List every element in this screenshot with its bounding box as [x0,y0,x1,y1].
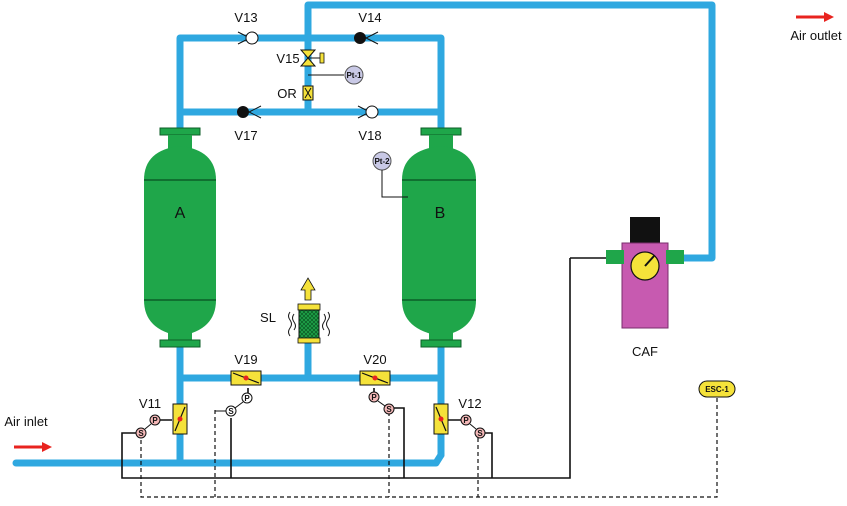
v12-label: V12 [458,396,481,411]
v19-s-symbol: S [228,407,234,416]
caf-filter: CAF [606,217,684,359]
v11-s-symbol: S [138,429,144,438]
pipe-network [12,1,716,467]
check-valve-v17: V17 [234,105,262,143]
v17-label: V17 [234,128,257,143]
valve-v12[interactable]: V12 [433,396,482,435]
v18-label: V18 [358,128,381,143]
pressure-gauge-pt2: Pt-2 [372,151,408,198]
inlet-arrow-icon [42,442,52,452]
v12-p-symbol: P [463,416,469,425]
outlet-pipe [304,1,716,262]
air-inlet-label: Air inlet [4,414,48,429]
v13-label: V13 [234,10,257,25]
v12-s-symbol: S [477,429,483,438]
esc-label: ESC-1 [705,385,729,394]
v14-label: V14 [358,10,381,25]
pt1-label: Pt-1 [346,71,362,80]
v11-p-symbol: P [152,416,158,425]
pt2-label: Pt-2 [374,157,390,166]
check-valve-v14: V14 [354,10,382,45]
tank-b-label: B [435,205,446,222]
pilot-lines [140,397,718,498]
tank-a: A [144,127,216,348]
caf-label: CAF [632,344,658,359]
esc-controller: ESC-1 [698,380,736,398]
valve-v19[interactable]: V19 [230,352,262,386]
v20-label: V20 [363,352,386,367]
v11-label: V11 [139,396,161,411]
outlet-arrow-icon [824,12,834,22]
v19-label: V19 [234,352,257,367]
v15-label: V15 [276,51,299,66]
v12-pilot-solenoid: P S [460,414,486,439]
v11-pilot-solenoid: P S [135,414,161,439]
tank-b: B [402,127,476,348]
air-outlet: Air outlet [790,12,842,43]
v20-s-symbol: S [386,405,392,414]
exhaust-arrow-icon [300,277,316,301]
valve-v11[interactable]: V11 [139,396,188,435]
v19-p-symbol: P [244,394,250,403]
signal-wire-v12 [482,432,493,478]
valve-v20[interactable]: V20 [359,352,391,386]
needle-valve-v15: V15 [276,49,325,67]
dash-esc [140,397,718,498]
orifice-or: OR [277,85,314,101]
inlet-pipe [12,451,445,467]
or-label: OR [277,86,297,101]
v20-p-symbol: P [371,393,377,402]
pressure-gauge-pt1: Pt-1 [308,65,364,85]
check-valve-v13: V13 [234,10,259,45]
signal-wire-v20 [389,407,405,478]
check-valve-v18: V18 [357,105,382,143]
silencer-sl: SL [260,277,330,344]
signal-wire-caf [121,258,571,479]
v19-pilot-solenoid: P S [215,392,253,417]
air-outlet-label: Air outlet [790,28,842,43]
tank-a-label: A [175,205,186,222]
air-inlet: Air inlet [4,414,52,452]
v20-pilot-solenoid: P S [368,391,395,415]
sl-label: SL [260,310,276,325]
